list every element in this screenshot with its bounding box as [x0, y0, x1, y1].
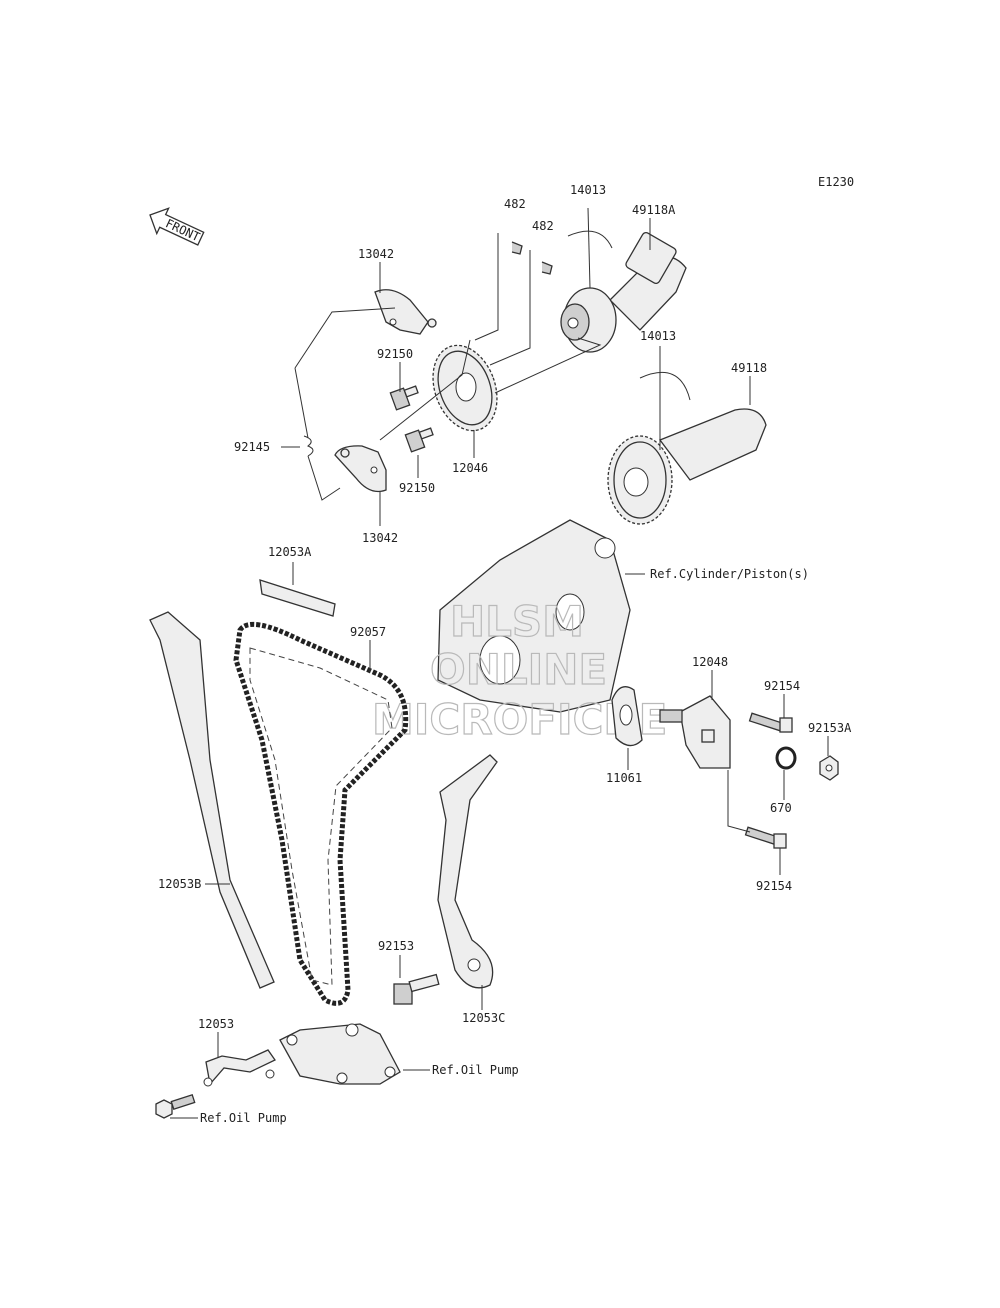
label-11061: 11061 [606, 771, 642, 785]
camshaft-exhaust-49118A [560, 231, 687, 353]
bolt-92150-b [404, 427, 434, 453]
label-92150-a: 92150 [377, 347, 413, 361]
decompressor-weight-bottom [334, 445, 387, 493]
clip-482-b [541, 261, 553, 275]
ref-cylinder-piston: Ref.Cylinder/Piston(s) [650, 567, 809, 581]
label-12048: 12048 [692, 655, 728, 669]
ref-oil-pump-a: Ref.Oil Pump [432, 1063, 519, 1077]
ring-14013-a [567, 230, 613, 249]
ring-14013-b [639, 371, 691, 401]
chain-guide-holder [279, 1023, 401, 1085]
label-49118: 49118 [731, 361, 767, 375]
ref-oil-pump-b: Ref.Oil Pump [200, 1111, 287, 1125]
bolt-bracket [155, 1093, 196, 1119]
front-label: FRONT [163, 216, 202, 244]
bolt-92154-b [744, 826, 787, 849]
chain-guide-12053A [259, 579, 336, 617]
chain-guide-12053B [149, 611, 275, 989]
label-92145: 92145 [234, 440, 270, 454]
spring-92145 [303, 435, 314, 457]
label-14013-a: 14013 [570, 183, 606, 197]
front-arrow-icon: FRONT [149, 207, 205, 246]
label-670: 670 [770, 801, 792, 815]
cam-sprocket-12046 [432, 344, 498, 432]
label-92154-b: 92154 [756, 879, 792, 893]
cylinder-head [437, 519, 631, 713]
label-13042-bottom: 13042 [362, 531, 398, 545]
camshaft-intake-49118 [607, 408, 767, 525]
label-49118A: 49118A [632, 203, 676, 217]
bolt-92153 [393, 973, 440, 1005]
label-92057: 92057 [350, 625, 386, 639]
label-12053C: 12053C [462, 1011, 505, 1025]
label-92150-b: 92150 [399, 481, 435, 495]
label-14013-b: 14013 [640, 329, 676, 343]
bolt-92154-a [748, 712, 793, 733]
label-12053B: 12053B [158, 877, 201, 891]
chain-tensioner-guide-12053C [437, 754, 498, 989]
gasket-11061 [611, 686, 643, 747]
label-12053: 12053 [198, 1017, 234, 1031]
diagram-code: E1230 [818, 175, 854, 189]
label-482-b: 482 [532, 219, 554, 233]
label-92153A: 92153A [808, 721, 852, 735]
o-ring-670 [775, 746, 797, 770]
label-12053A: 12053A [268, 545, 312, 559]
cam-chain-92057 [233, 621, 409, 1006]
label-92153: 92153 [378, 939, 414, 953]
nut-92153A [819, 755, 839, 781]
bracket-12053 [203, 1049, 276, 1087]
label-13042-top: 13042 [358, 247, 394, 261]
watermark-line-1: HLSM [450, 597, 584, 646]
label-12046: 12046 [452, 461, 488, 475]
label-92154-a: 92154 [764, 679, 800, 693]
tensioner-12048 [659, 695, 731, 769]
bolt-92150-a [389, 385, 419, 411]
watermark-line-2: ONLINE [430, 645, 607, 694]
clip-482-a [511, 241, 523, 255]
label-482-a: 482 [504, 197, 526, 211]
decompressor-weight-top [374, 289, 437, 335]
